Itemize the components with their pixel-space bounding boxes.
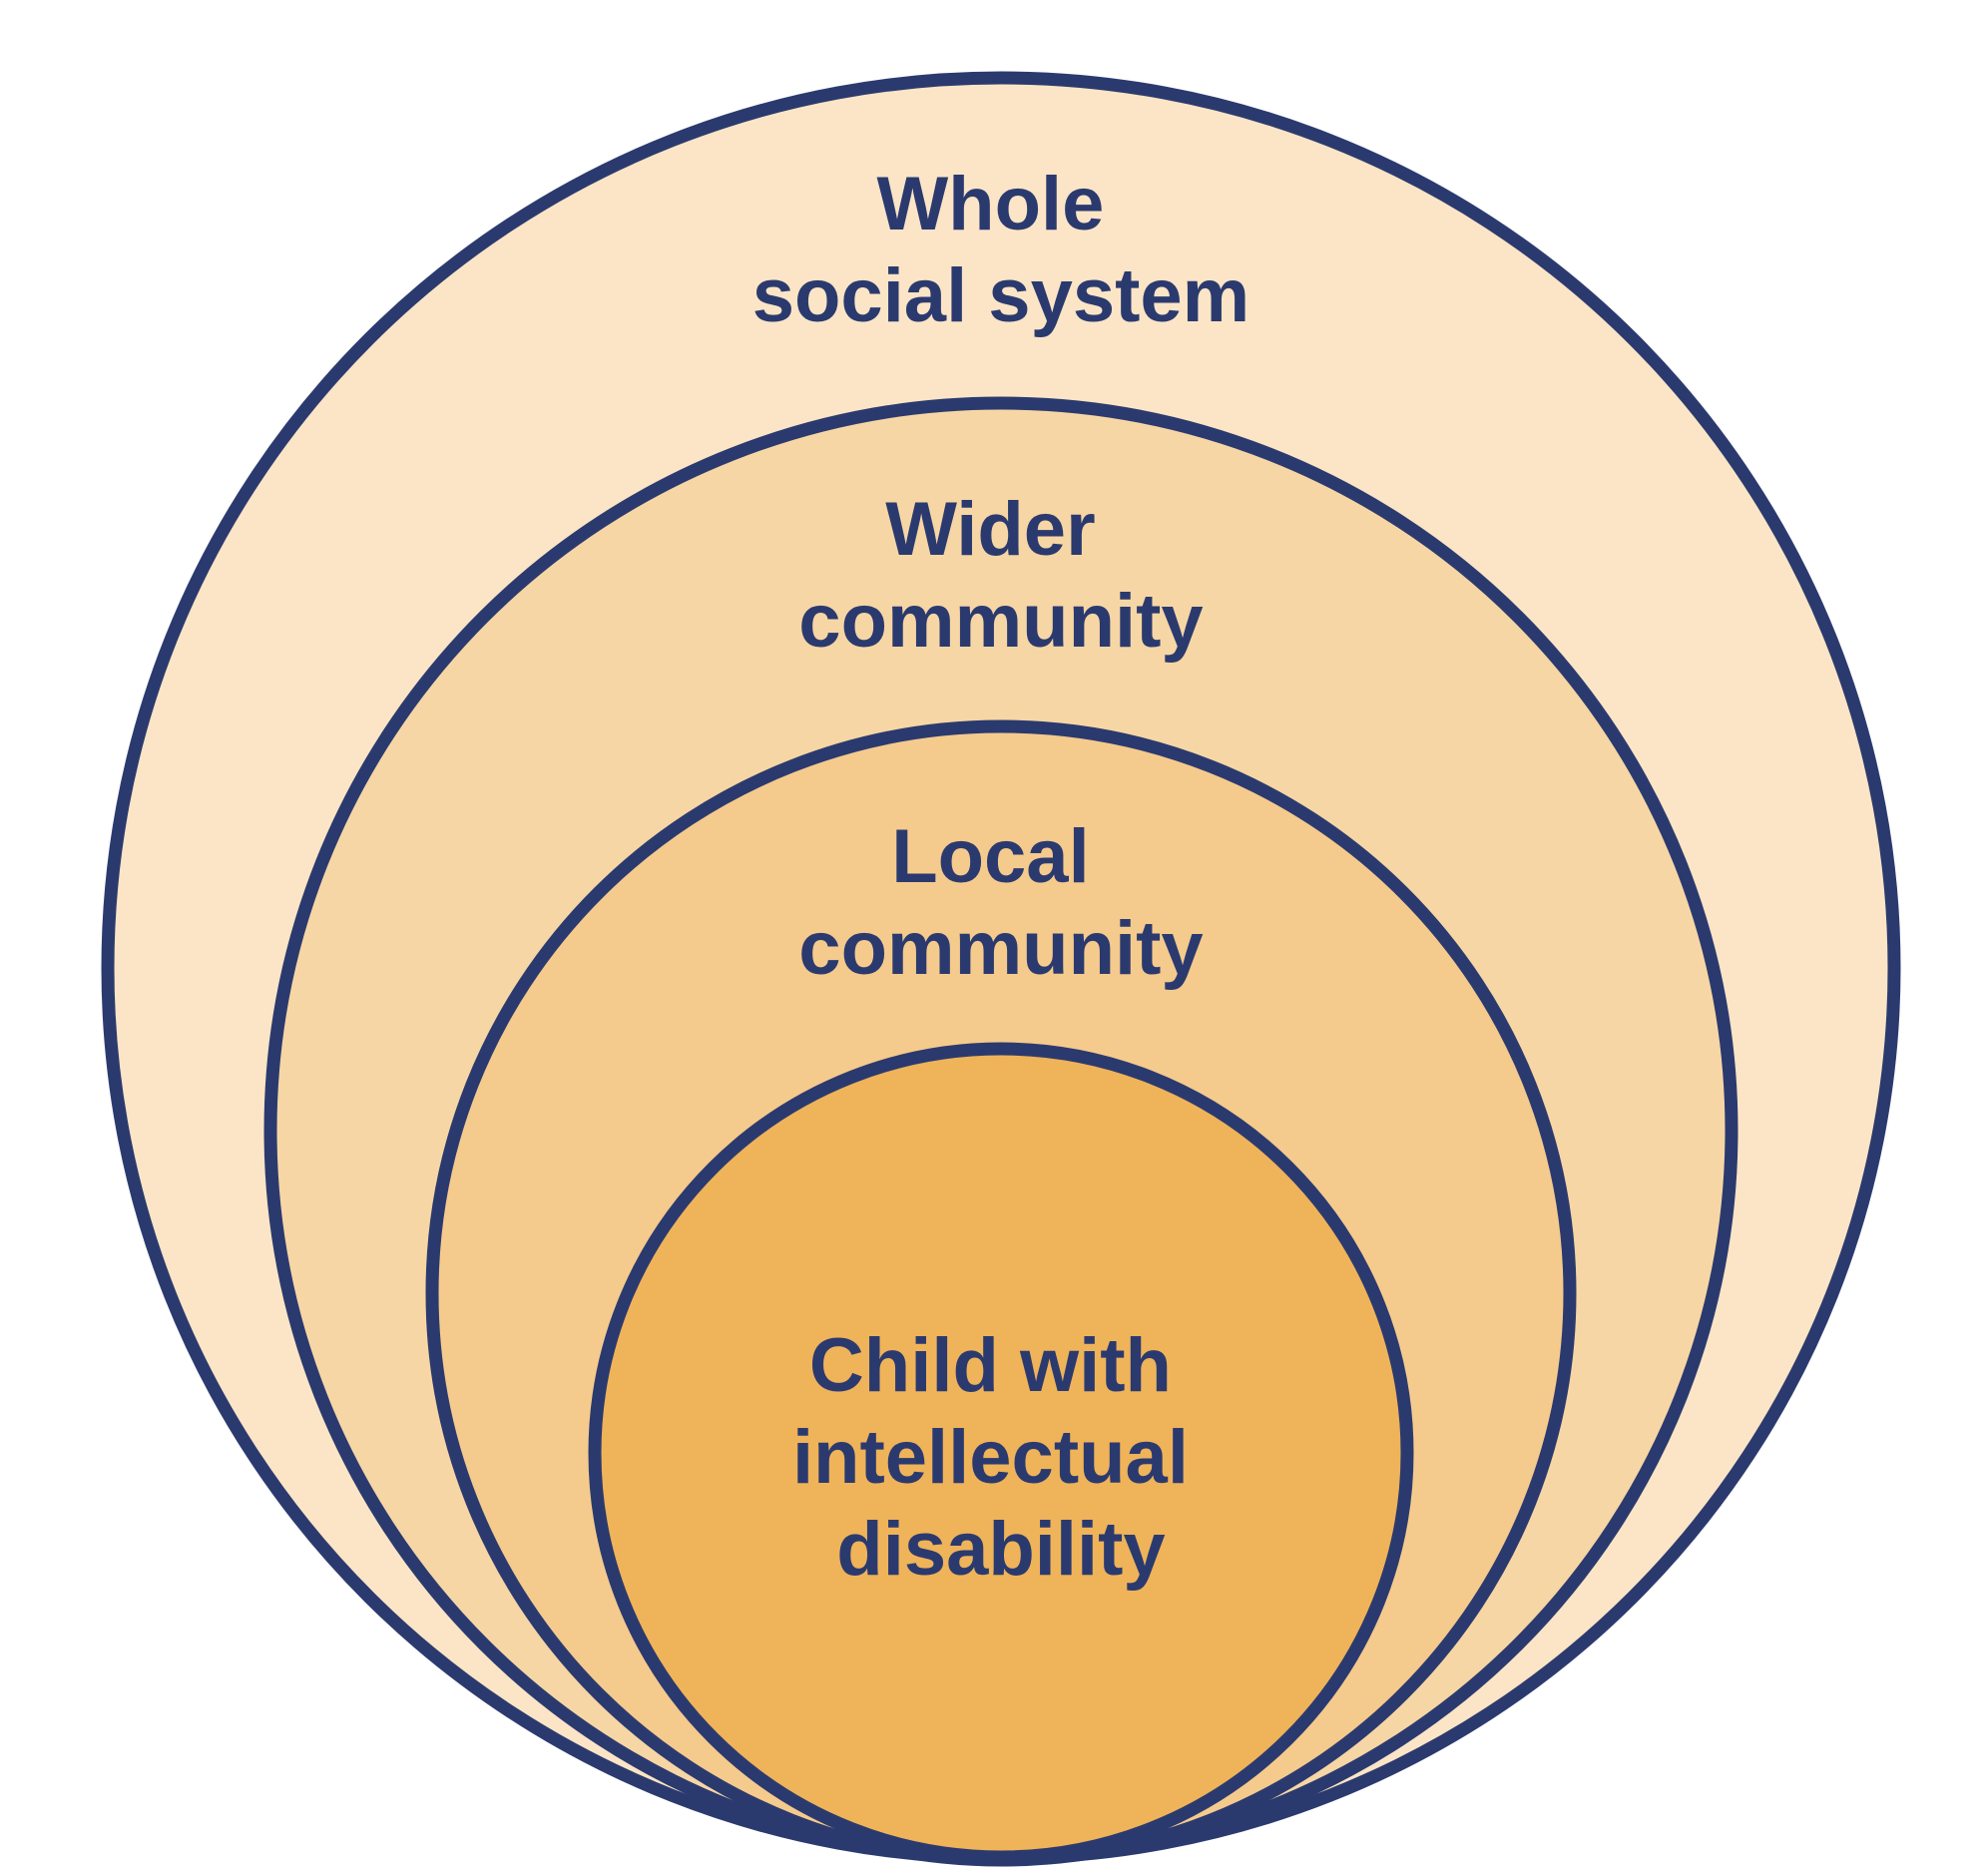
label-whole-social-system: Whole social system xyxy=(752,162,1250,338)
label-line: Local xyxy=(891,814,1090,899)
label-local-community: Local community xyxy=(798,814,1203,991)
label-child-with-intellectual-disability: Child with intellectual disability xyxy=(792,1323,1210,1592)
label-line: Wider xyxy=(885,487,1095,572)
level-child-with-intellectual-disability: Child with intellectual disability xyxy=(588,1042,1414,1864)
label-line: social system xyxy=(752,253,1250,338)
label-line: Whole xyxy=(876,162,1104,246)
circle-child-with-intellectual-disability xyxy=(588,1042,1414,1864)
label-wider-community: Wider community xyxy=(798,487,1203,664)
label-line: Child with xyxy=(809,1323,1172,1408)
label-line: community xyxy=(798,579,1203,664)
label-line: intellectual xyxy=(792,1415,1189,1500)
label-line: community xyxy=(798,906,1203,991)
label-line: disability xyxy=(836,1507,1165,1592)
